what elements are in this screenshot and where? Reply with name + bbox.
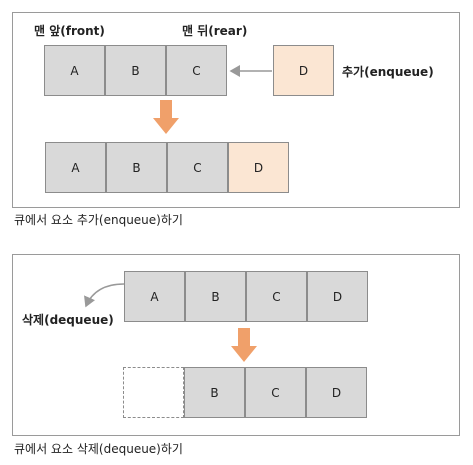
enqueue-after-cell-c: C xyxy=(167,142,228,193)
enqueue-before-cell-b: B xyxy=(105,45,166,96)
enqueue-after-cell-b: B xyxy=(106,142,167,193)
enqueue-before-cell-a: A xyxy=(44,45,105,96)
enqueue-action-label: 추가(enqueue) xyxy=(342,65,434,79)
front-label: 맨 앞(front) xyxy=(34,24,105,38)
dequeue-before-cell-d: D xyxy=(307,271,368,322)
dequeue-action-label: 삭제(dequeue) xyxy=(22,313,114,327)
enqueue-after-cell-a: A xyxy=(45,142,106,193)
enqueue-down-arrow xyxy=(153,100,179,134)
enqueue-before-cell-c: C xyxy=(166,45,227,96)
dequeue-before-cell-c: C xyxy=(246,271,307,322)
dequeue-after-cell-c: C xyxy=(245,367,306,418)
incoming-cell-d: D xyxy=(273,45,334,96)
dequeue-before-cell-a: A xyxy=(124,271,185,322)
enqueue-caption: 큐에서 요소 추가(enqueue)하기 xyxy=(14,213,183,227)
enqueue-after-cell-d: D xyxy=(228,142,289,193)
dequeue-curve-arrow xyxy=(84,283,125,308)
removed-slot xyxy=(123,367,184,418)
rear-label: 맨 뒤(rear) xyxy=(182,24,248,38)
dequeue-after-cell-d: D xyxy=(306,367,367,418)
dequeue-before-cell-b: B xyxy=(185,271,246,322)
dequeue-caption: 큐에서 요소 삭제(dequeue)하기 xyxy=(14,442,183,456)
dequeue-down-arrow xyxy=(231,328,257,362)
dequeue-after-cell-b: B xyxy=(184,367,245,418)
